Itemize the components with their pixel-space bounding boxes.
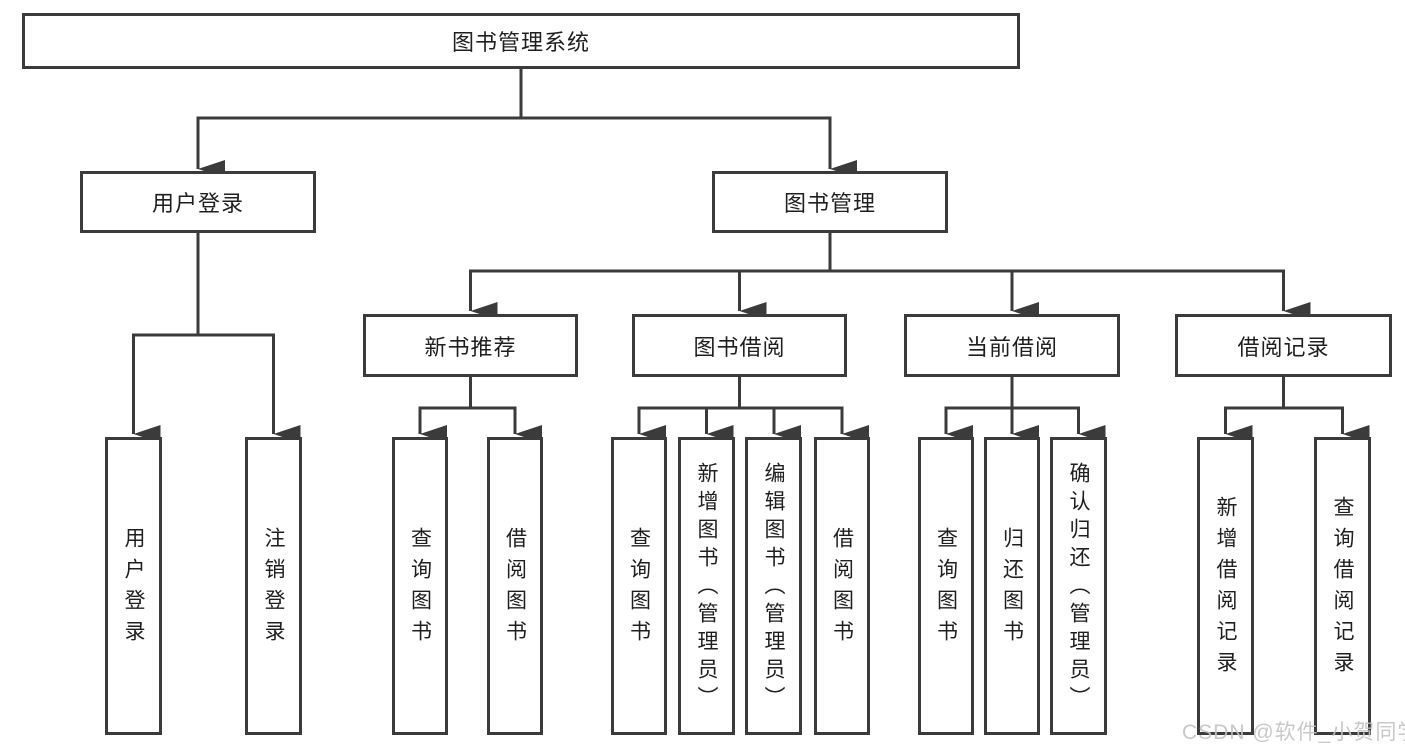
leaf-user-login: 用户登录 xyxy=(105,437,162,735)
leaf-query-books-1: 查询图书 xyxy=(392,437,448,735)
leaf-logout: 注销登录 xyxy=(245,437,302,735)
node-book-borrow: 图书借阅 xyxy=(632,314,847,377)
node-borrow-records: 借阅记录 xyxy=(1175,314,1392,377)
connector-current-borrow xyxy=(944,377,1106,443)
connector-borrow-records xyxy=(1224,377,1370,443)
leaf-query-books-3: 查询图书 xyxy=(918,437,974,735)
leaf-query-books-2: 查询图书 xyxy=(611,437,667,735)
node-user-login: 用户登录 xyxy=(80,171,316,233)
csdn-watermark: CSDN @软件_小贺同学 xyxy=(1182,721,1405,744)
leaf-borrow-books-2: 借阅图书 xyxy=(814,437,870,735)
connector-user-login xyxy=(132,233,301,443)
node-root-system: 图书管理系统 xyxy=(22,13,1020,69)
leaf-edit-books-admin: 编辑图书（管理员） xyxy=(745,437,802,735)
leaf-add-books-admin: 新增图书（管理员） xyxy=(678,437,735,735)
connector-book-management xyxy=(469,233,1311,320)
node-new-book-recommend: 新书推荐 xyxy=(363,314,578,377)
leaf-query-borrow-record: 查询借阅记录 xyxy=(1314,437,1371,735)
leaf-add-borrow-record: 新增借阅记录 xyxy=(1197,437,1254,735)
leaf-borrow-books-1: 借阅图书 xyxy=(487,437,543,735)
connector-new-book-recommend xyxy=(418,377,542,443)
leaf-confirm-return-admin: 确认归还（管理员） xyxy=(1050,437,1107,735)
connector-root xyxy=(196,68,857,178)
connector-book-borrow xyxy=(637,377,869,443)
leaf-return-books: 归还图书 xyxy=(984,437,1040,735)
node-book-management: 图书管理 xyxy=(712,171,948,233)
node-current-borrow: 当前借阅 xyxy=(904,314,1120,377)
